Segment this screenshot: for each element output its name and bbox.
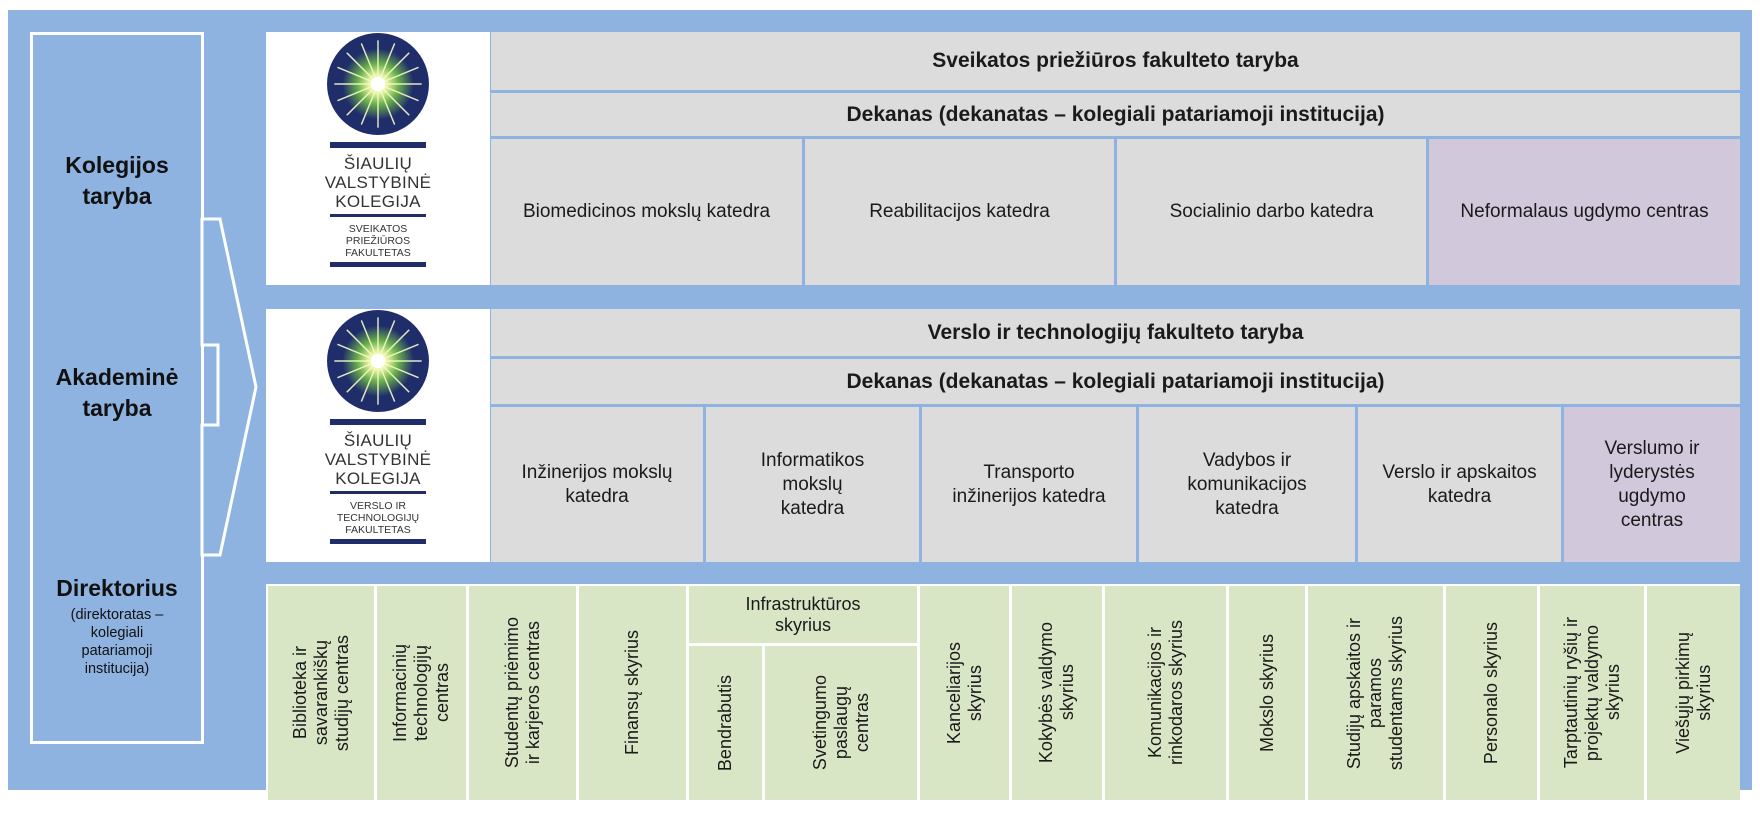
sveikatos-council: Sveikatos priežiūros fakulteto taryba (491, 32, 1740, 90)
admin-unit-it-centras: Informacinių technologijų centras (377, 586, 466, 800)
verslo-dept-2: Informatikos mokslų katedra (706, 407, 919, 562)
logo-line-2: VALSTYBINĖ (324, 173, 432, 192)
governance-panel (30, 32, 204, 744)
sun-emblem-icon (327, 310, 429, 412)
verslo-dean: Dekanas (dekanatas – kolegiali patariamo… (491, 359, 1740, 404)
admin-unit-kanceliarijos: Kanceliarijos skyrius (920, 586, 1009, 800)
logo-line-1: ŠIAULIŲ (343, 431, 413, 450)
kolegijos-taryba-label: Kolegijos taryba (65, 152, 169, 209)
admin-unit-personalo: Personalo skyrius (1446, 586, 1537, 800)
admin-unit-kokybes: Kokybės valdymo skyrius (1012, 586, 1102, 800)
sveikatos-dept-4: Neformalaus ugdymo centras (1429, 139, 1740, 285)
admin-unit-studiju-apskaitos: Studijų apskaitos ir paramos studentams … (1308, 586, 1443, 800)
admin-unit-priemimo-centras: Studentų priėmimo ir karjeros centras (469, 586, 576, 800)
admin-unit-finansu: Finansų skyrius (579, 586, 686, 800)
akademine-taryba-label: Akademinė taryba (55, 364, 179, 421)
sveikatos-dept-2: Reabilitacijos katedra (805, 139, 1114, 285)
sveikatos-dept-3: Socialinio darbo katedra (1117, 139, 1426, 285)
verslo-dept-6: Verslumo ir lyderystės ugdymo centras (1564, 407, 1740, 562)
logo-sub-1: VERSLO IR (349, 500, 407, 512)
admin-unit-komunikacijos: Komunikacijos ir rinkodaros skyrius (1105, 586, 1226, 800)
verslo-dept-4: Vadybos ir komunikacijos katedra (1139, 407, 1355, 562)
direktorius-note: (direktoratas – kolegiali patariamoji in… (70, 607, 164, 677)
sveikatos-dept-1: Biomedicinos mokslų katedra (491, 139, 802, 285)
sun-emblem-icon (327, 33, 429, 135)
sveikatos-dean: Dekanas (dekanatas – kolegiali patariamo… (491, 93, 1740, 136)
logo-sub-3: FAKULTETAS (345, 247, 411, 259)
verslo-dept-1: Inžinerijos mokslų katedra (491, 407, 703, 562)
logo-line-1: ŠIAULIŲ (343, 154, 413, 173)
verslo-dept-5: Verslo ir apskaitos katedra (1358, 407, 1561, 562)
admin-unit-bendrabutis: Bendrabutis (689, 646, 762, 800)
admin-unit-biblioteka: Biblioteka ir savarankiškų studijų centr… (268, 586, 374, 800)
logo-line-2: VALSTYBINĖ (324, 450, 432, 469)
logo-sub-3: FAKULTETAS (345, 524, 411, 536)
direktorius-label: Direktorius (56, 575, 178, 601)
verslo-logo: ŠIAULIŲ VALSTYBINĖ KOLEGIJA VERSLO IR TE… (266, 309, 490, 544)
logo-sub-2: TECHNOLOGIJŲ (336, 512, 420, 524)
logo-line-3: KOLEGIJA (335, 469, 421, 488)
admin-unit-viesuju-pirkimu: Viešųjų pirkimų skyrius (1647, 586, 1740, 800)
admin-unit-svetingumo: Svetingumo paslaugų centras (765, 646, 917, 800)
admin-unit-infrastrukturos: Infrastruktūros skyrius (689, 586, 917, 643)
logo-line-3: KOLEGIJA (335, 192, 421, 211)
admin-unit-tarptautiniu: Tarptautinių ryšių ir projektų valdymo s… (1540, 586, 1644, 800)
admin-unit-mokslo: Mokslo skyrius (1229, 586, 1305, 800)
logo-sub-1: SVEIKATOS (348, 223, 408, 235)
logo-sub-2: PRIEŽIŪROS (345, 235, 411, 247)
sveikatos-logo: ŠIAULIŲ VALSTYBINĖ KOLEGIJA SVEIKATOS PR… (266, 32, 490, 267)
governance-arrow (200, 217, 258, 557)
verslo-council: Verslo ir technologijų fakulteto taryba (491, 309, 1740, 356)
verslo-dept-3: Transporto inžinerijos katedra (922, 407, 1136, 562)
